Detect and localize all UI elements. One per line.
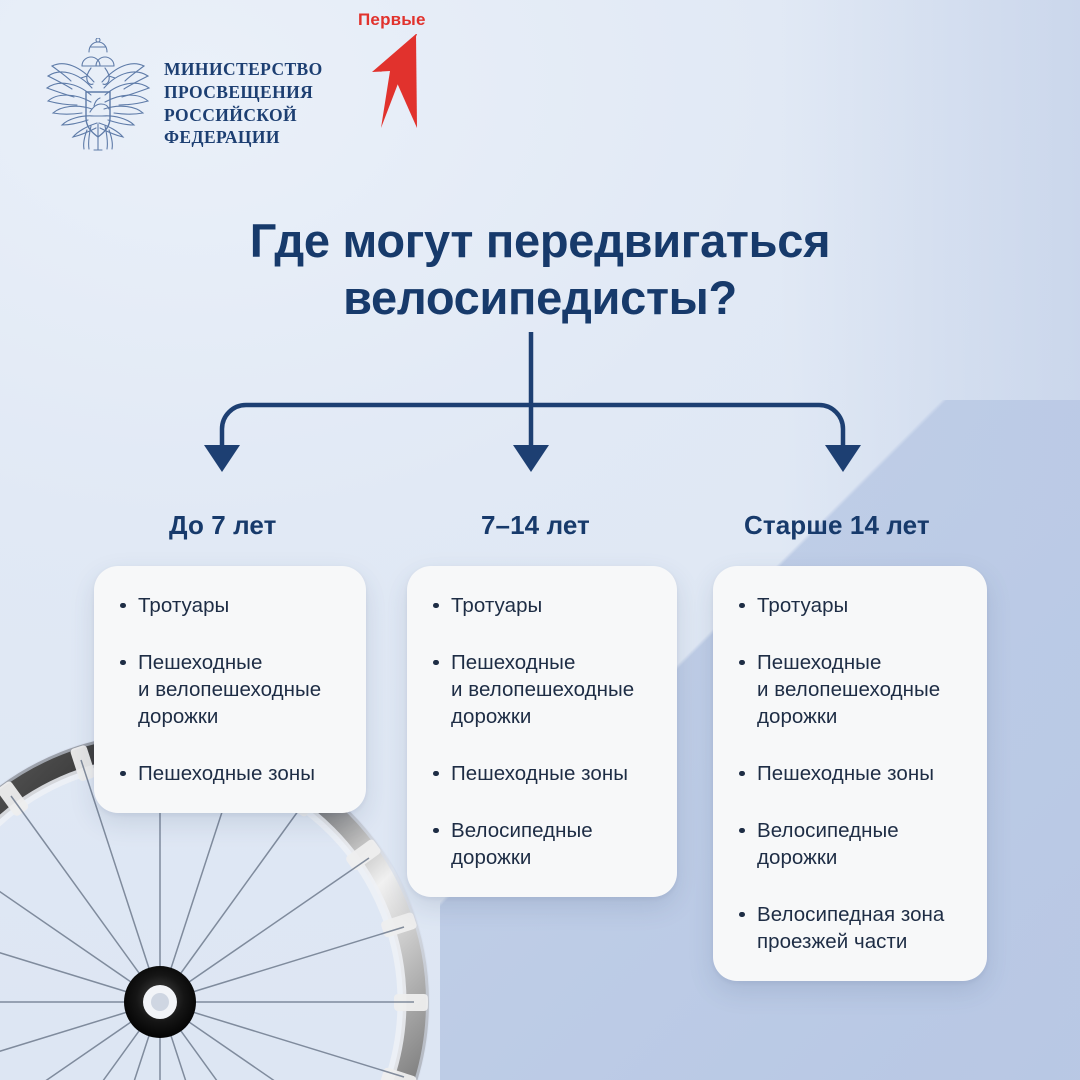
list-item: Пешеходные и велопешеходные дорожки [421,649,655,730]
connector-right [531,402,846,449]
title-line-1: Где могут передвигаться [249,214,831,267]
pervye-logo: Первые [350,10,442,132]
page-title: Где могут передвигаться велосипедисты? [0,212,1080,327]
ministry-name: МИНИСТЕРСТВО ПРОСВЕЩЕНИЯ РОССИЙСКОЙ ФЕДЕ… [164,59,323,148]
list-item: Тротуары [727,592,965,619]
column-heading-0: До 7 лет [169,510,277,540]
russian-emblem-icon [45,38,151,151]
list-item: Пешеходные и велопешеходные дорожки [727,649,965,730]
list-item: Велосипедные дорожки [421,817,655,871]
list-age-under-7: Тротуары Пешеходные и велопешеходные дор… [108,592,344,787]
connector-left [219,402,531,449]
arrow-head-left [204,445,240,472]
ministry-header: МИНИСТЕРСТВО ПРОСВЕЩЕНИЯ РОССИЙСКОЙ ФЕДЕ… [44,38,323,160]
list-item: Пешеходные зоны [727,760,965,787]
list-item: Тротуары [108,592,344,619]
pervye-arrow-icon [372,34,417,128]
list-age-7-14: Тротуары Пешеходные и велопешеходные дор… [421,592,655,871]
list-age-over-14: Тротуары Пешеходные и велопешеходные дор… [727,592,965,955]
list-item: Тротуары [421,592,655,619]
pervye-label: Первые [358,10,426,29]
column-heading-1: 7–14 лет [481,510,590,540]
arrow-head-middle [513,445,549,472]
list-item: Велосипедная зона проезжей части [727,901,965,955]
list-item: Пешеходные зоны [108,760,344,787]
list-item: Пешеходные зоны [421,760,655,787]
card-age-7-14: Тротуары Пешеходные и велопешеходные дор… [407,566,677,898]
title-line-2: велосипедисты? [343,271,737,325]
card-age-under-7: Тротуары Пешеходные и велопешеходные дор… [94,566,366,814]
card-age-over-14: Тротуары Пешеходные и велопешеходные дор… [713,566,987,982]
column-heading-2: Старше 14 лет [744,510,930,540]
list-item: Пешеходные и велопешеходные дорожки [108,649,344,730]
list-item: Велосипедные дорожки [727,817,965,871]
arrow-head-right [825,445,861,472]
